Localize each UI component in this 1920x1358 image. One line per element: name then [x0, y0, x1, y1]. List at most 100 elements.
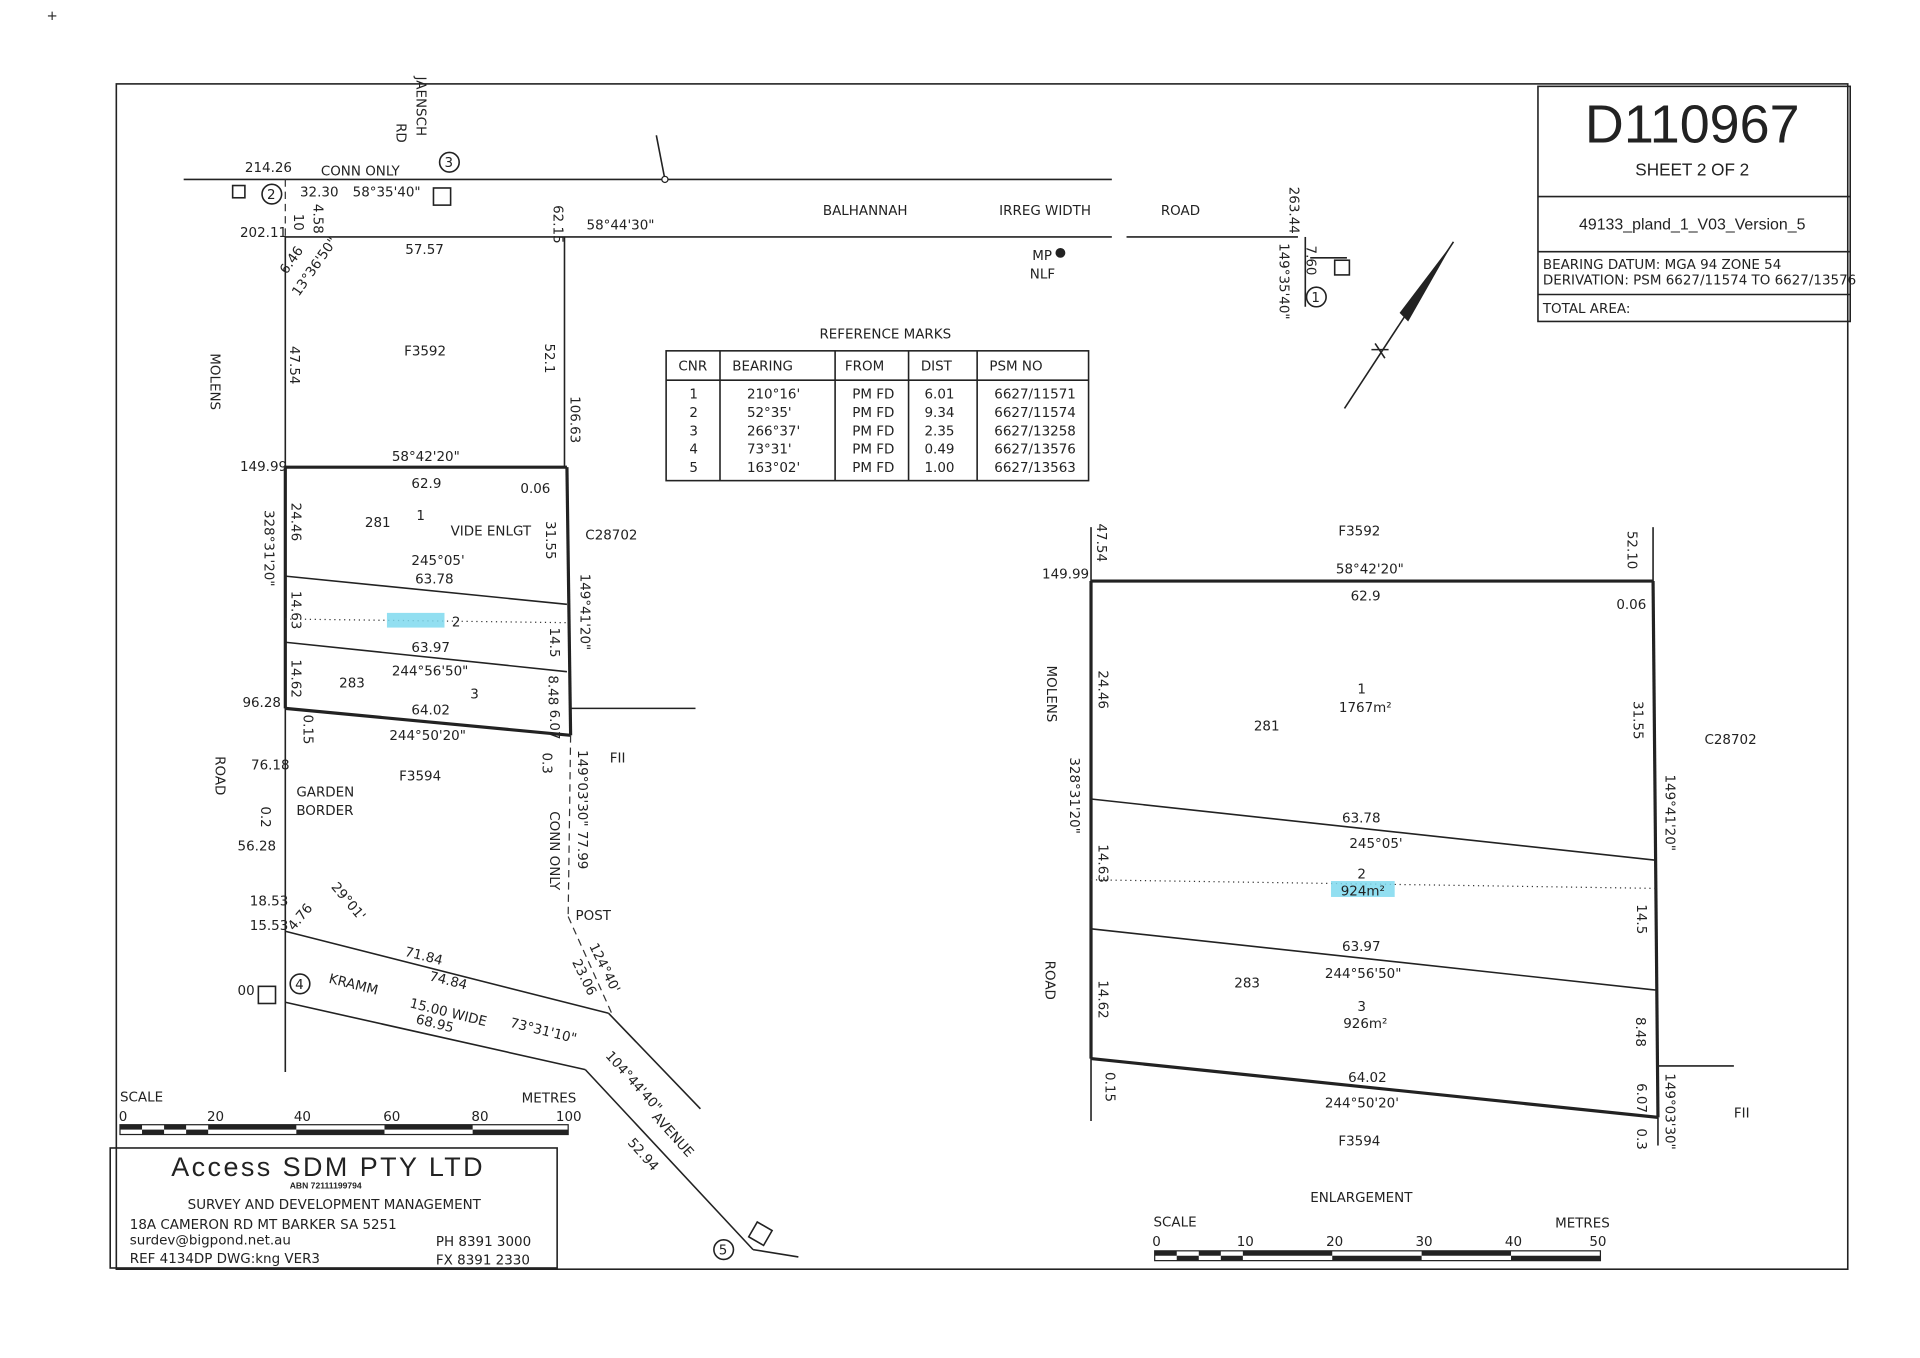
cell: 6627/13563	[994, 461, 1076, 476]
dimension: 0.3	[1633, 1128, 1648, 1149]
bearing: 149°03'30"	[1661, 1073, 1676, 1150]
scale-unit: METRES	[522, 1092, 577, 1107]
road-label: ROAD	[1161, 204, 1200, 219]
header-bearing: BEARING	[732, 359, 793, 374]
cell: PM FD	[852, 461, 894, 476]
corner-1: 1	[1311, 291, 1320, 306]
scale-label: SCALE	[120, 1090, 163, 1105]
permanent-mark-icon	[231, 184, 246, 199]
cell: 6627/13576	[994, 443, 1076, 458]
bearing: 244°56'50"	[1325, 967, 1402, 982]
corner-markers: 1 2 3 4 5	[261, 151, 1327, 1261]
road-label: ROAD	[212, 756, 227, 795]
table-row: 1 210°16' PM FD 6.01 6627/11571	[689, 388, 1075, 403]
bearing: 58°44'30"	[587, 219, 655, 234]
parcel-283: 283	[1234, 977, 1260, 992]
dimension: 31.55	[1629, 701, 1644, 740]
main-plan-dimensions: 214.26 32.30 58°35'40" 202.11 10 4.58 6.…	[238, 161, 1318, 1174]
parcel-281: 281	[365, 516, 391, 531]
company-abn: ABN 72111199794	[290, 1180, 362, 1190]
bearing: 149°41'20"	[1661, 775, 1676, 852]
dimension: 47.54	[1093, 523, 1108, 562]
parcel-c28702: C28702	[585, 528, 637, 543]
garden-border-label: BORDER	[296, 804, 353, 819]
road-name-molens: MOLENS	[1043, 666, 1058, 723]
cell: 4	[689, 443, 698, 458]
dimension: 96.28	[242, 696, 281, 711]
table-row: 4 73°31' PM FD 0.49 6627/13576	[689, 443, 1075, 458]
cell: 0.49	[924, 443, 954, 458]
bearing: 149°03'30" 77.99	[574, 750, 589, 869]
bearing: 245°05'	[411, 554, 464, 569]
road-width-note: IRREG WIDTH	[999, 204, 1091, 219]
company-block: Access SDM PTY LTD ABN 72111199794 SURVE…	[109, 1147, 558, 1269]
mark-point-icon	[1055, 247, 1066, 258]
dimension: 76.18	[251, 759, 290, 774]
company-fax: FX 8391 2330	[436, 1253, 530, 1268]
sheet-border	[115, 83, 1849, 1270]
dimension: 56.28	[238, 839, 277, 854]
derivation: DERIVATION: PSM 6627/11574 TO 6627/13576	[1543, 274, 1856, 289]
table-row: 5 163°02' PM FD 1.00 6627/13563	[689, 461, 1075, 476]
permanent-mark-icon	[1333, 259, 1351, 276]
dimension: 106.63	[567, 396, 582, 443]
cell: 73°31'	[747, 443, 792, 458]
enlargement-scale-bar: SCALE METRES 0 10 20 30 40 50	[1152, 1215, 1610, 1262]
lot-2-number: 2	[452, 615, 461, 630]
bearing: 244°50'20"	[389, 729, 466, 744]
dimension: 24.46	[1094, 670, 1109, 709]
lot-area: 924m²	[1341, 885, 1385, 900]
scale-tick: 20	[207, 1110, 224, 1125]
bearing: 73°31'10"	[508, 1016, 578, 1047]
dimension: 71.84	[403, 945, 444, 969]
dimension: 31.55	[542, 521, 557, 560]
corner-2: 2	[267, 188, 276, 203]
bearing: 328°31'20"	[260, 510, 275, 587]
garden-border-label: GARDEN	[296, 786, 354, 801]
dimension: 57.57	[405, 243, 444, 258]
parcel-f11: FII	[610, 751, 626, 766]
cell: 2.35	[924, 424, 954, 439]
bearing: 58°42'20"	[1336, 563, 1404, 578]
permanent-mark-icon	[747, 1220, 774, 1247]
dimension: 14.5	[1633, 904, 1648, 934]
bearing: 149°41'20"	[576, 574, 591, 651]
bearing: 149°35'40"	[1276, 243, 1291, 320]
corner-4: 4	[295, 978, 304, 993]
enlargement-dimensions: 47.54 52.10 149.99 58°42'20" 62.9 0.06 2…	[1042, 523, 1676, 1149]
dimension: 8.48	[545, 675, 560, 705]
table-row: 3 266°37' PM FD 2.35 6627/13258	[689, 424, 1075, 439]
dimension: 6.07	[546, 710, 561, 740]
enlargement-plan: F3592 F3594 C28702 FII MOLENS ROAD ENLAR…	[1042, 523, 1757, 1262]
road-name-balhannah: BALHANNAH	[823, 204, 908, 219]
dimension: 14.5	[546, 628, 561, 658]
scale-tick: 80	[471, 1110, 488, 1125]
scale-tick: 0	[1152, 1235, 1161, 1250]
conn-only-note: CONN ONLY	[321, 165, 401, 180]
permanent-mark-icon	[257, 985, 277, 1005]
dimension: 202.11	[240, 226, 287, 241]
lot-area: 1767m²	[1339, 701, 1392, 716]
dimension: 14.62	[1094, 980, 1109, 1019]
dimension: 63.78	[415, 572, 454, 587]
scale-tick: 20	[1326, 1235, 1343, 1250]
cell: PM FD	[852, 443, 894, 458]
lot-number: 2	[1357, 868, 1366, 883]
vide-enlargement-note: VIDE ENLGT	[451, 525, 532, 540]
dimension: 0.15	[300, 715, 315, 745]
company-phone: PH 8391 3000	[436, 1235, 531, 1250]
scale-tick: 30	[1416, 1235, 1433, 1250]
bearing: 29°01'	[328, 880, 368, 924]
scale-tick: 40	[1505, 1235, 1522, 1250]
dimension: 74.84	[428, 970, 469, 994]
dimension: 4.76	[285, 901, 316, 934]
mp-label: MP	[1032, 249, 1052, 264]
road-label: ROAD	[1042, 961, 1057, 1000]
cell: 5	[689, 461, 698, 476]
dimension: 62.15	[549, 205, 564, 244]
scale-tick: 60	[383, 1110, 400, 1125]
scale-unit: METRES	[1555, 1217, 1610, 1232]
highlight-mark	[1331, 881, 1395, 897]
parcel-f11: FII	[1734, 1106, 1750, 1121]
dimension: 0.2	[257, 806, 272, 827]
